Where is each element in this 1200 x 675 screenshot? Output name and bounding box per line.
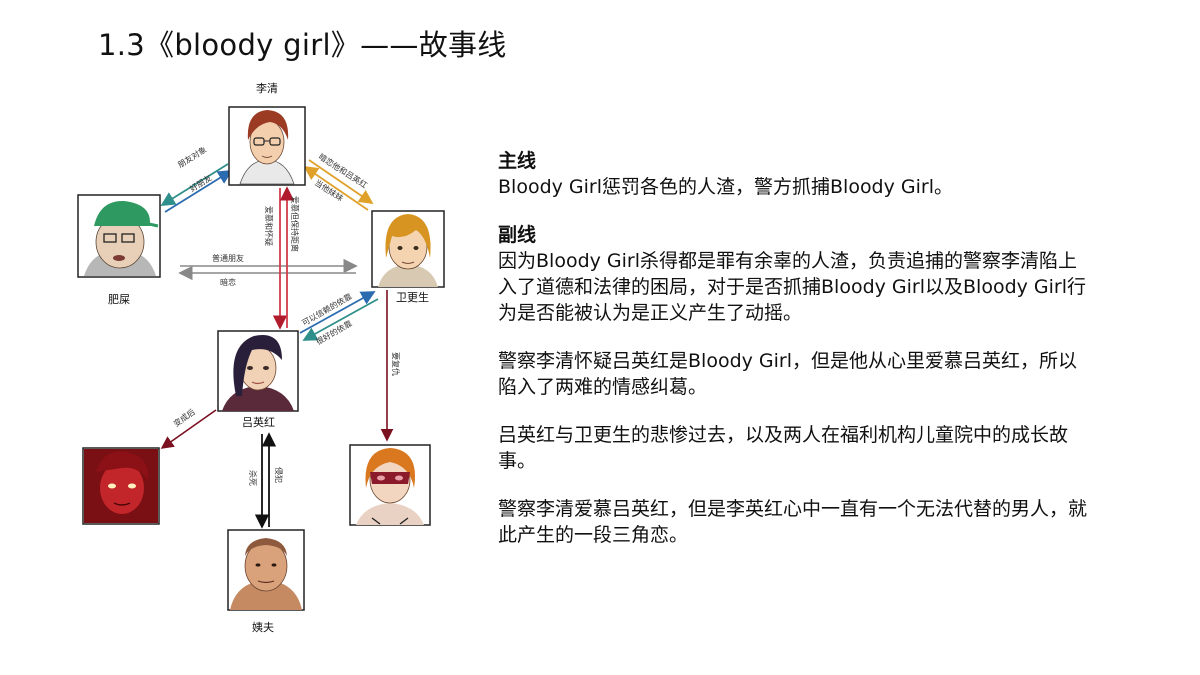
label-yifu-lv-b: 侵犯 (274, 467, 284, 483)
label-feishi-wei-b: 暗恋 (220, 277, 236, 287)
portrait-liqing (228, 106, 306, 186)
name-weigengsheng: 卫更生 (396, 290, 429, 304)
storyline-panel: 主线 Bloody Girl惩罚各色的人渣，警方抓捕Bloody Girl。 副… (498, 148, 1088, 548)
sub-line-paragraph-4: 警察李清爱慕吕英红，但是李英红心中一直有一个无法代替的男人，就此产生的一段三角恋… (498, 498, 1088, 546)
name-lvyinghong: 吕英红 (242, 415, 275, 429)
label-yifu-lv-a: 杀死 (248, 470, 258, 486)
edge-lv-redgirl: 变成后 (160, 407, 217, 449)
name-liqing: 李清 (256, 81, 278, 95)
name-feishi: 肥屎 (108, 293, 130, 306)
edge-yifu-lv: 杀死 侵犯 (248, 432, 284, 529)
main-line-heading: 主线 (498, 150, 537, 172)
sub-line-paragraph-1: 因为Bloody Girl杀得都是罪有余辜的人渣，负责追捕的警察李清陷上入了道德… (498, 250, 1086, 324)
label-liqing-feishi-a: 朋友对象 (176, 144, 208, 169)
edge-liqing-lv: 爱慕和怀疑 爱慕但保持距离 (264, 186, 300, 330)
sub-line-paragraph-2: 警察李清怀疑吕英红是Bloody Girl，但是他从心里爱慕吕英红，所以陷入了两… (498, 350, 1078, 398)
edge-feishi-wei: 普通朋友 暗恋 (178, 253, 358, 287)
portrait-red-girl (82, 447, 160, 525)
label-liqing-lv-a: 爱慕和怀疑 (264, 206, 274, 246)
label-wei-masked: 要复仇 (391, 352, 401, 376)
label-feishi-wei-a: 普通朋友 (212, 253, 244, 263)
portrait-feishi (77, 194, 161, 278)
edge-lv-wei: 可以信赖的依靠 很好的依靠 (299, 291, 379, 347)
relationship-diagram: 朋友对象 好朋友 暗恋他和吕英红 当他妹妹 普通朋友 暗恋 爱慕和怀疑 爱慕但保… (77, 81, 445, 634)
portrait-weigengsheng (371, 210, 445, 288)
page-title: 1.3《bloody girl》——故事线 (98, 28, 507, 62)
edge-liqing-wei: 暗恋他和吕英红 当他妹妹 (303, 151, 374, 211)
label-liqing-lv-b: 爱慕但保持距离 (290, 196, 300, 252)
sub-line-paragraph-3: 吕英红与卫更生的悲惨过去，以及两人在福利机构儿童院中的成长故事。 (498, 424, 1069, 472)
portrait-yifu (227, 529, 305, 611)
portrait-lvyinghong (217, 330, 299, 412)
edge-liqing-feishi: 朋友对象 好朋友 (160, 144, 233, 213)
main-line-text: Bloody Girl惩罚各色的人渣，警方抓捕Bloody Girl。 (498, 176, 953, 198)
portrait-masked-girl (349, 444, 431, 526)
name-yifu: 姨夫 (252, 620, 274, 634)
edge-wei-masked: 要复仇 (380, 290, 401, 442)
sub-line-heading: 副线 (498, 224, 537, 246)
